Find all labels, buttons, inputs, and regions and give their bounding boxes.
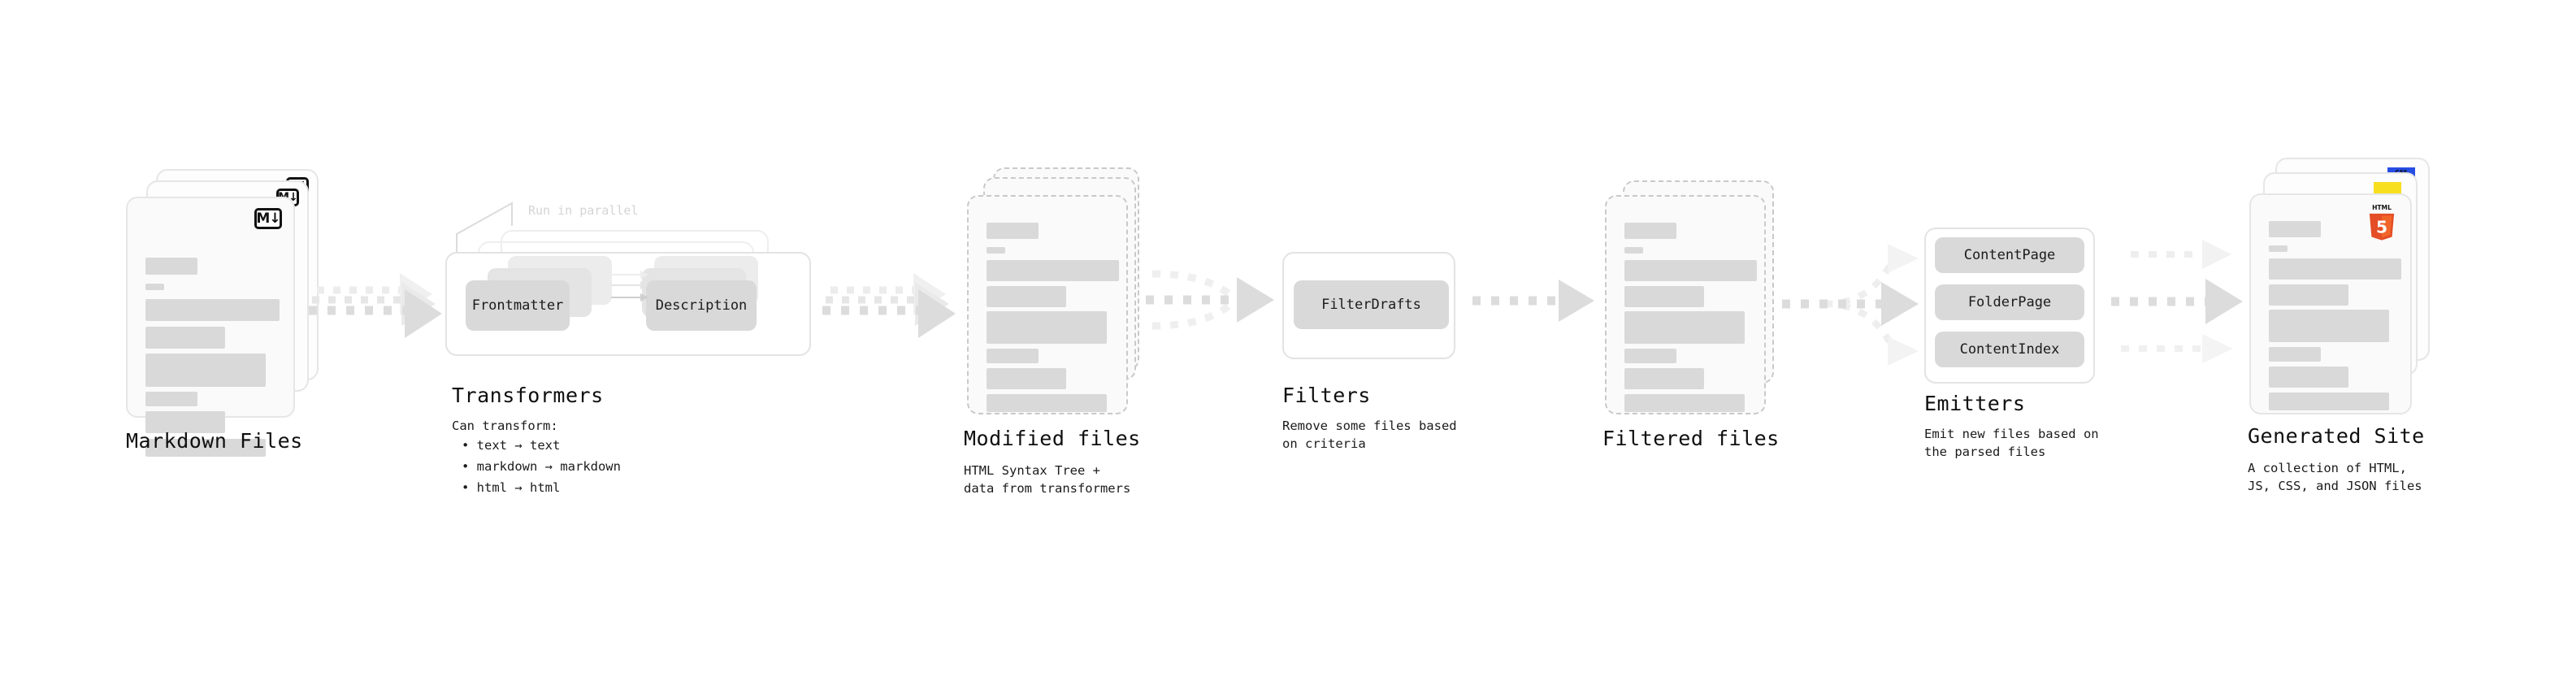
filtered-card-front[interactable] — [1605, 195, 1766, 414]
skeleton-bar — [1624, 286, 1704, 307]
skeleton-bar — [1624, 368, 1704, 389]
filters-subtitle: Remove some files based on criteria — [1282, 419, 1457, 451]
page-title-filtered-files: Filtered files — [1602, 427, 1780, 450]
transformers-bullet-0: • text → text — [462, 438, 561, 453]
skeleton-bar — [1624, 311, 1745, 344]
arrow-filtered-to-emitters — [1782, 244, 1919, 366]
skeleton-bar — [1624, 349, 1676, 363]
skeleton-bar — [987, 368, 1066, 389]
emitter-node-contentpage[interactable]: ContentPage — [1935, 237, 2084, 273]
bullet-text: html → html — [476, 480, 561, 495]
bullet-text: markdown → markdown — [476, 459, 621, 474]
arrow-emitters-to-site — [2111, 240, 2243, 363]
inner-arrows-transformers — [611, 271, 648, 301]
skeleton-bar — [2269, 245, 2288, 252]
skeleton-bar — [2269, 221, 2321, 237]
skeleton-bar — [145, 327, 225, 349]
skeleton-bar — [145, 258, 197, 275]
skeleton-bar — [987, 394, 1107, 412]
arrow-filters-to-filtered — [1472, 280, 1594, 322]
transformers-bullet-1: • markdown → markdown — [462, 459, 621, 474]
transformers-bullet-2: • html → html — [462, 480, 561, 495]
skeleton-bar — [987, 260, 1119, 281]
skeleton-bar — [145, 392, 197, 406]
skeleton-bar — [145, 411, 225, 433]
skeleton-bar — [987, 311, 1107, 344]
svg-text:5: 5 — [2376, 217, 2387, 236]
emitters-subtitle: Emit new files based on the parsed files — [1924, 427, 2099, 459]
skeleton-bar — [145, 354, 266, 387]
skeleton-bar — [2269, 393, 2389, 410]
skeleton-bar — [987, 247, 1005, 254]
skeleton-bar — [145, 439, 266, 457]
filter-node-filterdrafts[interactable]: FilterDrafts — [1294, 280, 1449, 329]
markdown-icon: M↓ — [254, 208, 282, 229]
skeleton-bar — [1624, 260, 1757, 281]
page-title-generated-site: Generated Site — [2248, 424, 2425, 448]
markdown-card-front[interactable]: M↓ — [126, 197, 295, 457]
skeleton-bar — [2269, 258, 2401, 280]
skeleton-bar — [987, 349, 1039, 363]
arrow-modified-to-filters — [1146, 270, 1274, 330]
modified-card-front[interactable] — [967, 195, 1128, 414]
generated-site-subtitle: A collection of HTML, JS, CSS, and JSON … — [2248, 461, 2422, 493]
transformer-node-frontmatter[interactable]: Frontmatter — [466, 280, 570, 331]
page-title-markdown-files: Markdown Files — [126, 429, 303, 453]
skeleton-bar — [2269, 347, 2321, 362]
transformers-subtitle: Can transform: — [452, 419, 558, 433]
skeleton-bar — [1624, 394, 1745, 412]
arrow-markdown-to-transformers — [309, 273, 442, 338]
run-in-parallel-label: Run in parallel — [528, 203, 639, 218]
bullet-text: text → text — [476, 438, 561, 453]
arrow-transformers-to-modified — [822, 273, 956, 338]
skeleton-bar — [145, 299, 280, 321]
skeleton-bar — [987, 286, 1066, 307]
html5-icon: HTML 5 — [2369, 204, 2395, 241]
page-title-filters: Filters — [1282, 384, 1371, 407]
skeleton-bar — [987, 223, 1039, 239]
page-title-modified-files: Modified files — [964, 427, 1141, 450]
page-title-transformers: Transformers — [452, 384, 604, 407]
svg-text:HTML: HTML — [2372, 204, 2392, 211]
skeleton-bar — [145, 284, 164, 290]
modified-files-subtitle: HTML Syntax Tree + data from transformer… — [964, 463, 1131, 496]
skeleton-bar — [2269, 310, 2389, 342]
skeleton-bar — [2269, 284, 2348, 306]
skeleton-bar — [2269, 367, 2348, 388]
page-title-emitters: Emitters — [1924, 392, 2026, 415]
site-card-front[interactable]: HTML 5 — [2249, 193, 2412, 414]
emitter-node-folderpage[interactable]: FolderPage — [1935, 284, 2084, 320]
skeleton-bar — [1624, 223, 1676, 239]
transformer-node-description[interactable]: Description — [646, 280, 757, 331]
emitter-node-contentindex[interactable]: ContentIndex — [1935, 332, 2084, 367]
skeleton-bar — [1624, 247, 1643, 254]
run-in-parallel-bracket — [456, 202, 513, 252]
